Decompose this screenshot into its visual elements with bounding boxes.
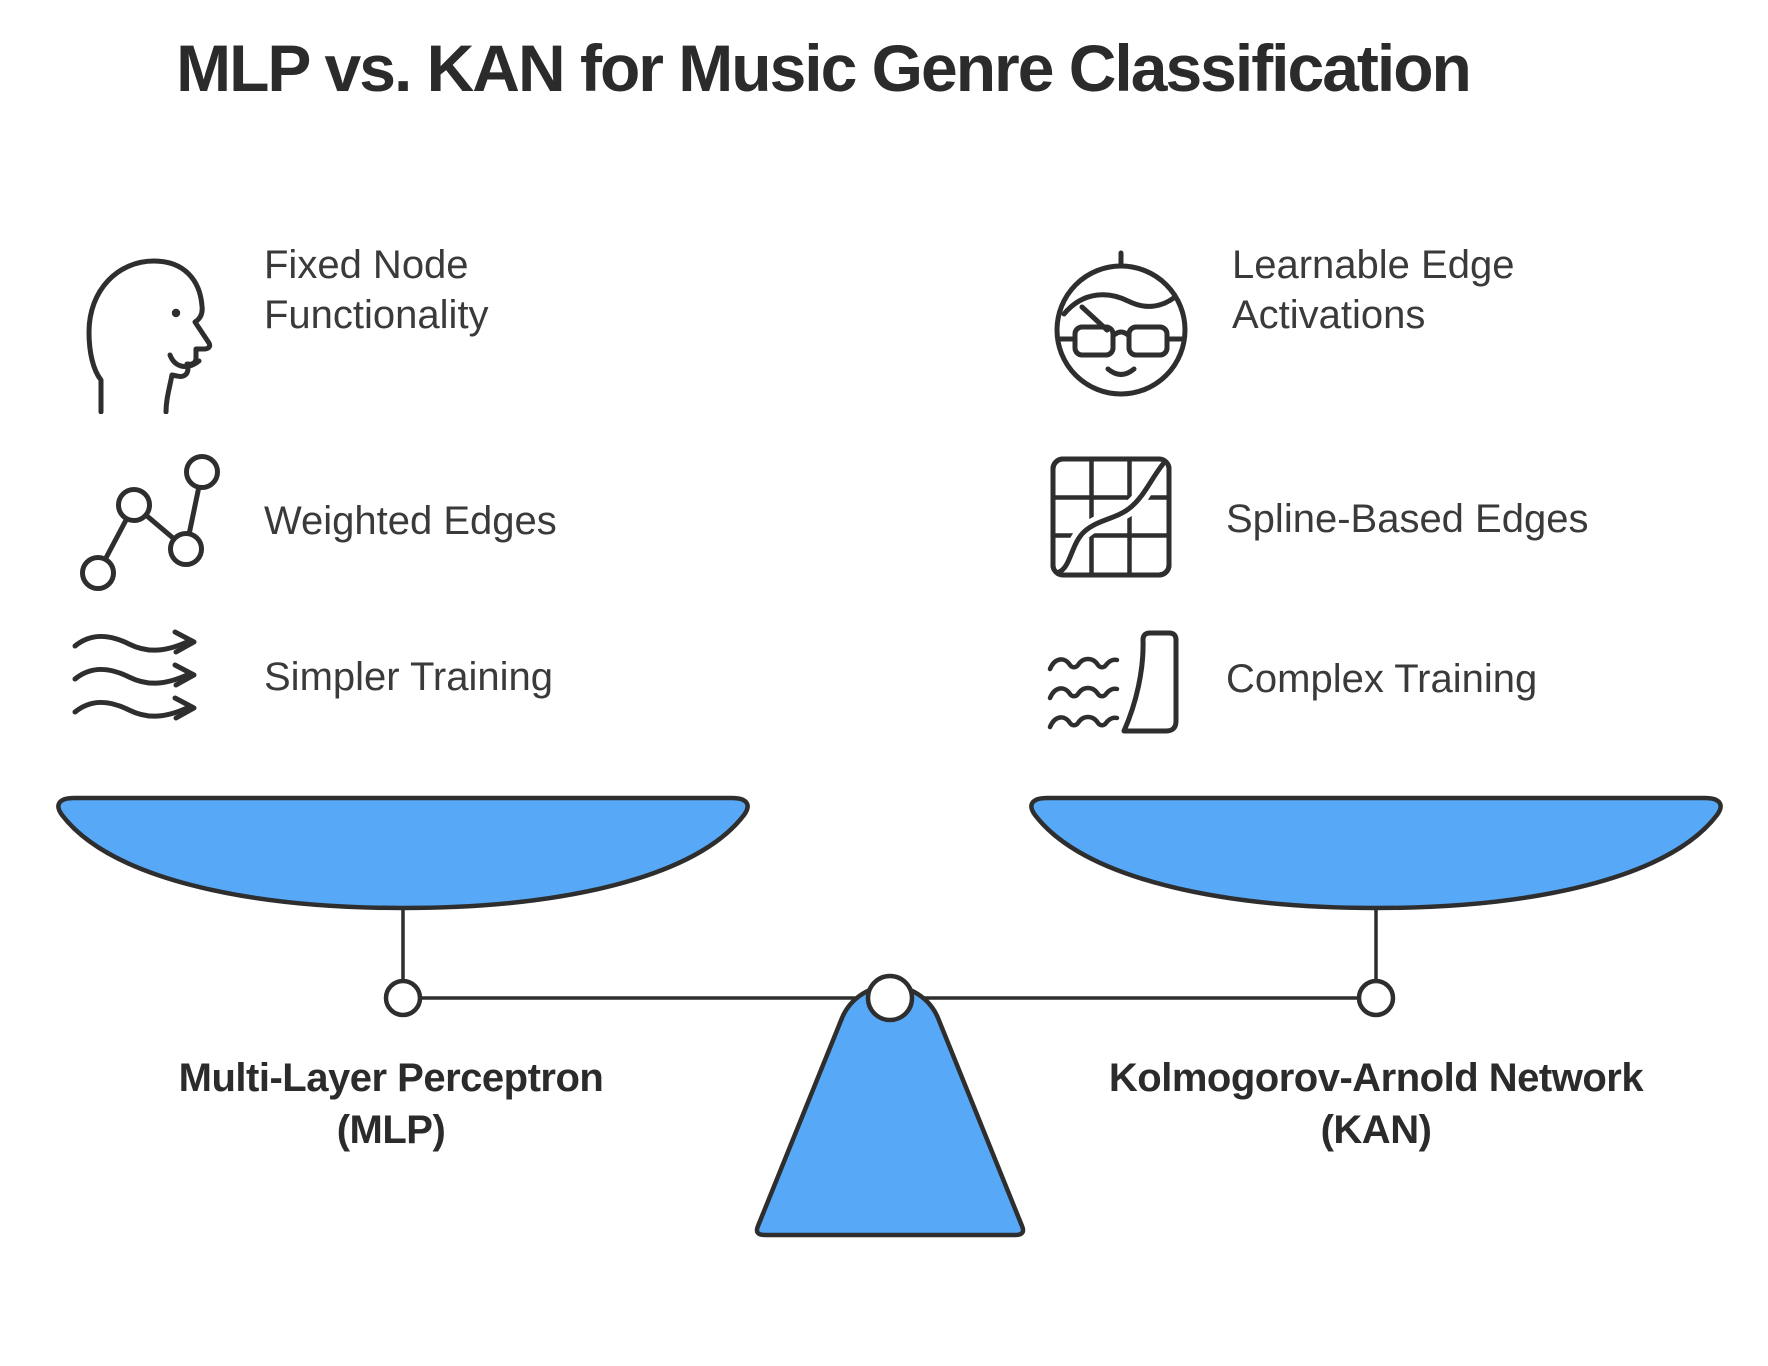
feature-label-simpler-training: Simpler Training <box>264 655 554 699</box>
fulcrum-hole <box>865 973 915 1023</box>
mlp-pan-label-line1: Multi-Layer Perceptron <box>178 1056 604 1100</box>
feature-label-fixed-node: Fixed Node Functionality <box>264 243 489 337</box>
feature-label-weighted-edges: Weighted Edges <box>264 499 557 543</box>
kan-pan-label: Kolmogorov-Arnold Network (KAN) <box>1076 1052 1676 1156</box>
kan-pan-label-line2: (KAN) <box>1320 1108 1432 1152</box>
waves-dam-icon <box>1046 628 1184 734</box>
flow-arrows-icon <box>70 624 204 730</box>
mlp-pan-label-line2: (MLP) <box>336 1108 446 1152</box>
right-pivot-circle <box>1356 978 1396 1018</box>
node-graph-icon <box>80 452 222 592</box>
beret-face-icon <box>1048 250 1194 398</box>
fulcrum <box>754 983 1026 1238</box>
right-pan <box>1029 795 1723 911</box>
feature-label-spline-edges: Spline-Based Edges <box>1226 497 1589 541</box>
spline-grid-icon <box>1048 454 1174 580</box>
left-pan <box>56 795 750 911</box>
feature-label-learnable-edges: Learnable Edge Activations <box>1232 243 1515 337</box>
kan-pan-label-line1: Kolmogorov-Arnold Network <box>1108 1056 1644 1100</box>
mlp-pan-label: Multi-Layer Perceptron (MLP) <box>91 1052 691 1156</box>
page-title: MLP vs. KAN for Music Genre Classificati… <box>176 31 1472 105</box>
left-pivot-circle <box>383 978 423 1018</box>
feature-label-complex-training: Complex Training <box>1226 657 1538 701</box>
balance-scale <box>56 795 1723 1238</box>
profile-head-icon <box>86 254 213 414</box>
